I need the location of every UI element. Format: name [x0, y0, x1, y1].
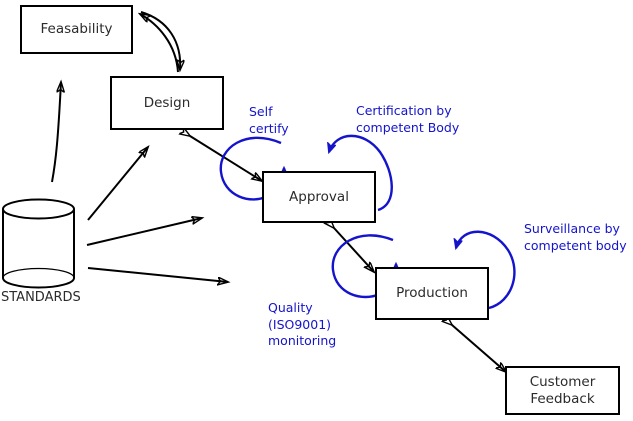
annotation-self-certify: Self certify — [249, 104, 289, 136]
node-production-label: Production — [396, 285, 468, 302]
annotation-surveillance-by-competent-body: Surveillance by competent body — [524, 221, 627, 253]
connector-production-customer-feedback — [452, 325, 506, 372]
connector-standards-to-feasability — [51, 82, 61, 183]
node-approval[interactable]: Approval — [262, 171, 376, 223]
node-feasability[interactable]: Feasability — [20, 5, 133, 54]
annotation-certification-by-competent-body: Certification by competent Body — [356, 103, 460, 135]
node-customer-feedback[interactable]: Customer Feedback — [505, 366, 620, 415]
connector-design-to-feasability — [140, 14, 179, 73]
node-standards-label: STANDARDS — [1, 290, 81, 305]
node-design[interactable]: Design — [110, 76, 224, 130]
annotation-quality-iso9001-monitoring: Quality (ISO9001) monitoring — [268, 300, 337, 348]
connector-design-approval — [190, 136, 262, 181]
standards-cylinder-shape — [2, 198, 75, 289]
node-feasability-label: Feasability — [40, 21, 113, 38]
loop-certification — [329, 134, 393, 212]
connector-approval-production — [334, 228, 374, 272]
connector-feasability-to-design — [140, 11, 180, 70]
connector-standards-to-approval — [86, 218, 202, 246]
node-design-label: Design — [143, 94, 191, 111]
node-customer-feedback-label: Customer Feedback — [529, 373, 596, 407]
connector-standards-to-production — [87, 267, 228, 282]
node-production[interactable]: Production — [375, 267, 489, 320]
loop-surveillance — [456, 230, 516, 310]
connector-standards-to-design — [87, 147, 148, 221]
node-approval-label: Approval — [289, 188, 349, 205]
